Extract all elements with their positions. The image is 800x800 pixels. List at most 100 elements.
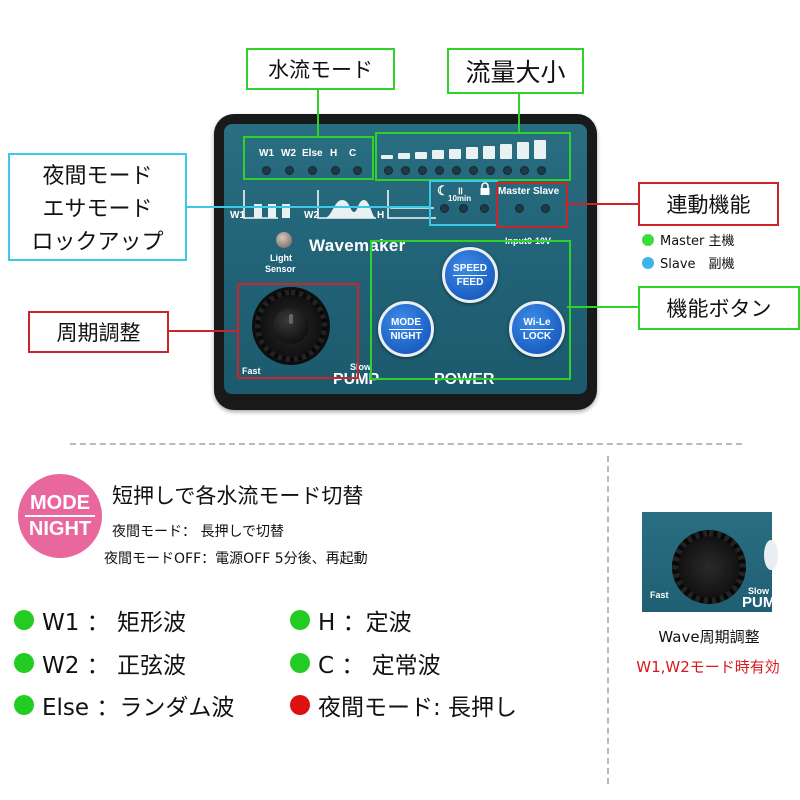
mode-led-c (353, 166, 362, 175)
flow-level-bar-9 (517, 142, 529, 159)
button-edge-closeup (764, 540, 778, 570)
green-dot-icon (290, 653, 310, 673)
wave-label-w2: W2 (304, 210, 319, 221)
knob-fast-label: Fast (242, 366, 261, 376)
wave-w1-frame-icon (243, 190, 278, 219)
mode-label-h: H (330, 148, 338, 159)
flow-leds-highlight (375, 132, 571, 181)
night-mode-led (440, 204, 449, 213)
callout-link-function: 連動機能 (638, 182, 779, 226)
green-dot-icon (14, 695, 34, 715)
legend-w1: W1 ： 矩形波 (42, 610, 186, 636)
lock-icon (480, 182, 490, 195)
legend-item: W1 ： 矩形波 (14, 603, 186, 637)
flow-led-4 (435, 166, 444, 175)
wile-lock-button[interactable]: Wi-Le LOCK (509, 301, 565, 357)
connector-night (183, 206, 429, 208)
thumbnail-caption: Wave周期調整 (658, 628, 760, 646)
legend-item: W2 ： 正弦波 (14, 646, 186, 680)
light-sensor-label: Light (270, 253, 292, 264)
mode-night-button[interactable]: MODE NIGHT (378, 301, 434, 357)
flow-led-3 (418, 166, 427, 175)
legend-item: C ： 定常波 (290, 646, 441, 680)
light-sensor (276, 232, 292, 248)
thumb-slow-label: Slow (748, 586, 770, 596)
link-legend-master: Master 主機 (642, 230, 735, 249)
legend-h: H ：定波 (318, 610, 412, 636)
timer-label: 10min (448, 194, 472, 203)
flow-level-bar-1 (381, 155, 393, 159)
wave-label-h: H (377, 210, 385, 221)
flow-level-bar-10 (534, 140, 546, 159)
mode-led-h (331, 166, 340, 175)
mode-led-w1 (262, 166, 271, 175)
light-sensor-label-line2: Sensor (265, 264, 296, 274)
callout-flow-volume: 流量大小 (447, 48, 584, 94)
knob-pointer-icon (289, 314, 293, 324)
cycle-knob-highlight (237, 283, 359, 379)
flow-level-bar-5 (449, 149, 461, 159)
flow-level-bar-8 (500, 144, 512, 159)
thumb-fast-label: Fast (650, 590, 669, 600)
pump-label: PUMP (333, 371, 380, 388)
green-dot-icon (14, 610, 34, 630)
callout-night-mode-line1: 夜間モード (10, 159, 185, 189)
flow-level-bar-3 (415, 152, 427, 159)
callout-cycle-adjust: 周期調整 (28, 311, 169, 353)
flow-led-7 (486, 166, 495, 175)
column-divider (607, 456, 609, 784)
moon-icon: ☾ (437, 183, 449, 198)
thumb-pump-label: PUM (742, 594, 776, 611)
flow-led-1 (384, 166, 393, 175)
connector-knob (165, 330, 237, 332)
mode-label-w2: W2 (281, 148, 296, 159)
badge-night-label: NIGHT (28, 518, 92, 540)
flow-led-6 (469, 166, 478, 175)
section-divider (70, 443, 742, 445)
master-slave-label: Master Slave (498, 186, 560, 197)
link-function-highlight (496, 182, 568, 228)
light-sensor-label-line1: Light (270, 253, 292, 263)
connector-flow (518, 86, 520, 132)
flow-level-bar-7 (483, 146, 495, 159)
feed-label: FEED (456, 276, 484, 288)
mode-label-c: C (349, 148, 357, 159)
knob-closeup (672, 530, 746, 604)
callout-night-mode-line3: ロックアップ (10, 225, 185, 255)
legend-else: Else ：ランダム波 (42, 695, 235, 721)
square-wave-pulse-2-icon (268, 204, 276, 218)
callout-water-flow-mode: 水流モード (246, 48, 395, 90)
connector-mode (317, 86, 319, 136)
callout-night-mode-line2: エサモード (10, 192, 185, 222)
lock-led (480, 204, 489, 213)
flow-led-9 (520, 166, 529, 175)
green-dot-icon (290, 610, 310, 630)
connector-link (564, 203, 638, 205)
link-legend-slave: Slave 副機 (642, 253, 735, 272)
mode-leds-highlight (243, 136, 374, 180)
feed-mode-led (459, 204, 468, 213)
night-mode-instruction: 夜間モード： 長押しで切替 (112, 524, 285, 540)
legend-night: 夜間モード: 長押し (318, 695, 518, 721)
flow-led-8 (503, 166, 512, 175)
speed-label: SPEED (453, 262, 487, 274)
legend-w2: W2 ： 正弦波 (42, 653, 186, 679)
mode-label: MODE (391, 316, 421, 328)
mode-led-else (308, 166, 317, 175)
speed-feed-button[interactable]: SPEED FEED (442, 247, 498, 303)
legend-item: H ：定波 (290, 603, 412, 637)
night-off-instruction: 夜間モードOFF：電源OFF 5分後、再起動 (104, 551, 368, 567)
flow-level-bar-2 (398, 153, 410, 159)
master-dot-icon (642, 233, 654, 246)
short-press-instruction: 短押しで各水流モード切替 (112, 484, 364, 508)
flow-led-10 (537, 166, 546, 175)
wave-label-w1: W1 (230, 210, 245, 221)
mode-led-w2 (285, 166, 294, 175)
wave-diagram (243, 190, 436, 219)
red-dot-icon (290, 695, 310, 715)
flow-level-bar-6 (466, 147, 478, 159)
square-wave-pulse-1-icon (254, 204, 262, 218)
callout-night-mode: 夜間モード エサモード ロックアップ (8, 153, 187, 261)
master-led (515, 204, 524, 213)
cycle-adjust-knob[interactable] (255, 290, 327, 362)
